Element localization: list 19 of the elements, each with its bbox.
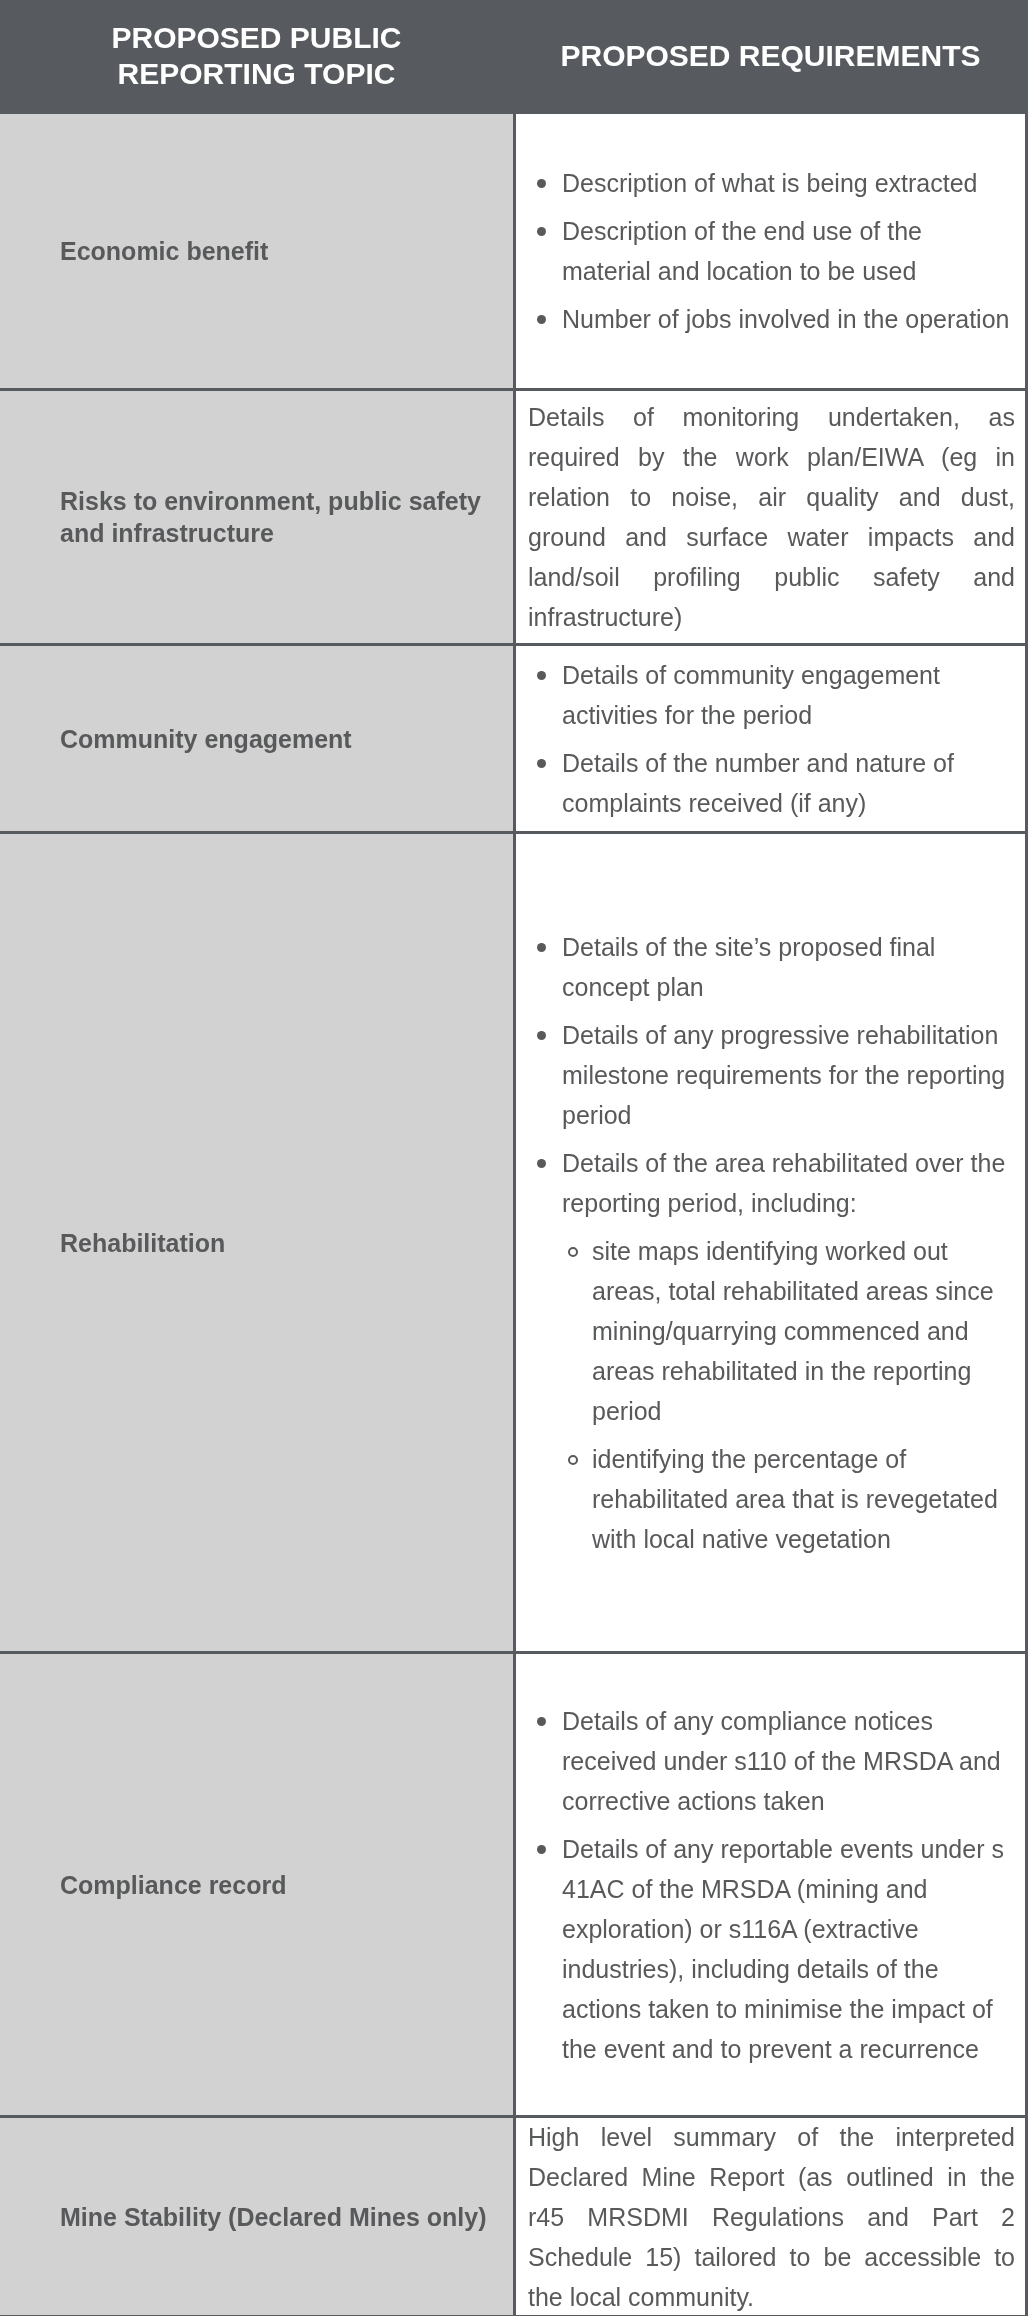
requirement-paragraph: High level summary of the interpreted Declared Mine Report (as outlined in the r45 MRSDMI Regulations and Part 2 Schedule 15) tailored to be accessible to the local community. bbox=[528, 2122, 1015, 2311]
requirement-item: Details of any progressive rehabilitation milestone requirements for the reporting period bbox=[562, 1020, 1006, 1129]
requirement-item: identifying the percentage of rehabilitated area that is revegetated with local native vegetation bbox=[592, 1444, 998, 1553]
requirement-item: Details of any reportable events under s 41AC of the MRSDA (mining and exploration) or s116A (extractive industries), including details of the actions taken to minimise the impact of the event and to prevent a recurrence bbox=[562, 1834, 1004, 2063]
topic-cell: Community engagement bbox=[0, 646, 513, 831]
topic-cell: Economic benefit bbox=[0, 114, 513, 388]
requirement-item: Details of any compliance notices received under s110 of the MRSDA and corrective actions taken bbox=[562, 1706, 1001, 1815]
topic-cell: Mine Stability (Declared Mines only) bbox=[0, 2118, 513, 2315]
requirement-item: Number of jobs involved in the operation bbox=[562, 305, 1010, 333]
requirement-item: Details of community engagement activities for the period bbox=[562, 660, 940, 729]
topic-cell: Rehabilitation bbox=[0, 834, 513, 1651]
topic-cell: Compliance record bbox=[0, 1654, 513, 2115]
requirement-paragraph: Details of monitoring undertaken, as required by the work plan/EIWA (eg in relation to noise, air quality and dust, ground and surface water impacts and land/soil profiling public safety and infrastructure) bbox=[528, 403, 1015, 631]
requirement-item: Details of the site’s proposed final concept plan bbox=[562, 932, 936, 1001]
requirement-item: Details of the number and nature of complaints received (if any) bbox=[562, 748, 954, 817]
topic-cell: Risks to environment, public safety and infrastructure bbox=[0, 391, 513, 643]
requirement-item: Description of what is being extracted bbox=[562, 169, 978, 197]
requirement-item: Details of the area rehabilitated over the reporting period, including: bbox=[562, 1148, 1006, 1217]
requirement-item: Description of the end use of the material and location to be used bbox=[562, 217, 922, 285]
